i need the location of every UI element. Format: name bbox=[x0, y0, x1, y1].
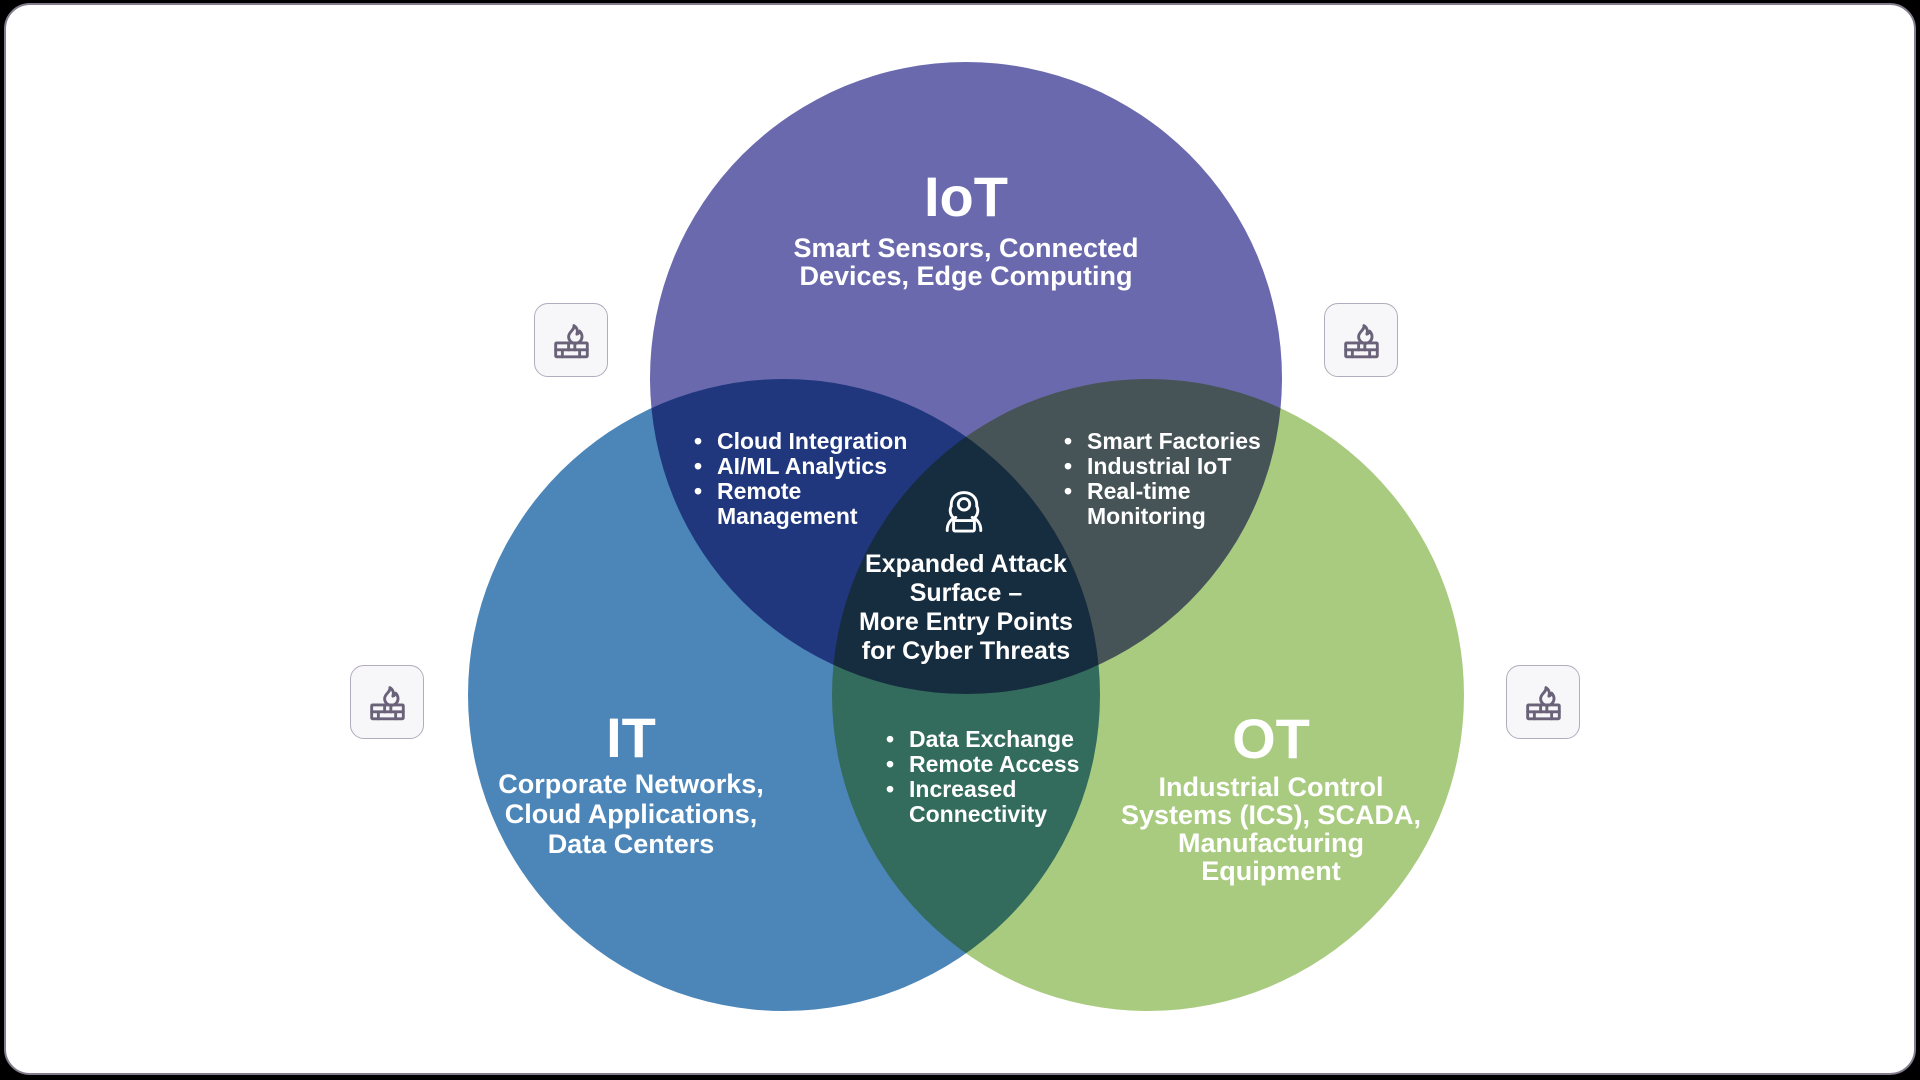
list-item: • Increased Connectivity bbox=[886, 776, 1048, 827]
iot-it-overlap-list: • Cloud Integration • AI/ML Analytics • … bbox=[694, 429, 907, 529]
firewall-icon bbox=[1344, 324, 1379, 359]
list-item: • Industrial IoT bbox=[1064, 453, 1232, 479]
bullet: • bbox=[694, 478, 703, 504]
firewall-badge-top-right bbox=[1324, 303, 1398, 377]
bullet: • bbox=[694, 428, 703, 454]
list-item: • Cloud Integration bbox=[694, 428, 908, 454]
list-item: • AI/ML Analytics bbox=[694, 453, 887, 479]
it-ot-overlap-list: • Data Exchange • Remote Access • Increa… bbox=[886, 727, 1079, 827]
ot-label: OT Industrial Control Systems (ICS), SCA… bbox=[1120, 707, 1422, 886]
hacker-icon bbox=[935, 483, 993, 541]
bullet: • bbox=[694, 453, 703, 479]
iot-subtitle: Smart Sensors, Connected Devices, Edge C… bbox=[793, 233, 1139, 291]
ot-circle bbox=[832, 379, 1464, 1011]
bullet: • bbox=[1064, 478, 1073, 504]
firewall-icon bbox=[554, 324, 589, 359]
ot-subtitle: Industrial Control Systems (ICS), SCADA,… bbox=[1120, 772, 1422, 886]
diagram-card: IoT Smart Sensors, Connected Devices, Ed… bbox=[4, 3, 1916, 1075]
it-label: IT Corporate Networks, Cloud Application… bbox=[498, 706, 764, 860]
firewall-icon bbox=[370, 686, 405, 721]
bullet: • bbox=[1064, 428, 1073, 454]
it-subtitle: Corporate Networks, Cloud Applications, … bbox=[498, 769, 764, 859]
firewall-icon bbox=[1526, 686, 1561, 721]
list-item: • Smart Factories bbox=[1064, 428, 1261, 454]
bullet: • bbox=[1064, 453, 1073, 479]
list-item: • Data Exchange bbox=[886, 726, 1074, 752]
firewall-badge-mid-left bbox=[350, 665, 424, 739]
list-item: • Real-time Monitoring bbox=[1064, 478, 1206, 529]
bullet: • bbox=[886, 751, 895, 777]
it-title: IT bbox=[606, 706, 656, 769]
center-overlap-caption: Expanded Attack Surface – More Entry Poi… bbox=[859, 550, 1073, 665]
ot-title: OT bbox=[1232, 707, 1310, 770]
firewall-badge-top-left bbox=[534, 303, 608, 377]
bullet: • bbox=[886, 726, 895, 752]
list-item: • Remote Access bbox=[886, 751, 1080, 777]
iot-label: IoT Smart Sensors, Connected Devices, Ed… bbox=[793, 165, 1139, 291]
firewall-badge-mid-right bbox=[1506, 665, 1580, 739]
list-item: • Remote Management bbox=[694, 478, 858, 529]
iot-title: IoT bbox=[924, 165, 1008, 228]
iot-ot-overlap-list: • Smart Factories • Industrial IoT • Rea… bbox=[1064, 429, 1261, 529]
bullet: • bbox=[886, 776, 895, 802]
